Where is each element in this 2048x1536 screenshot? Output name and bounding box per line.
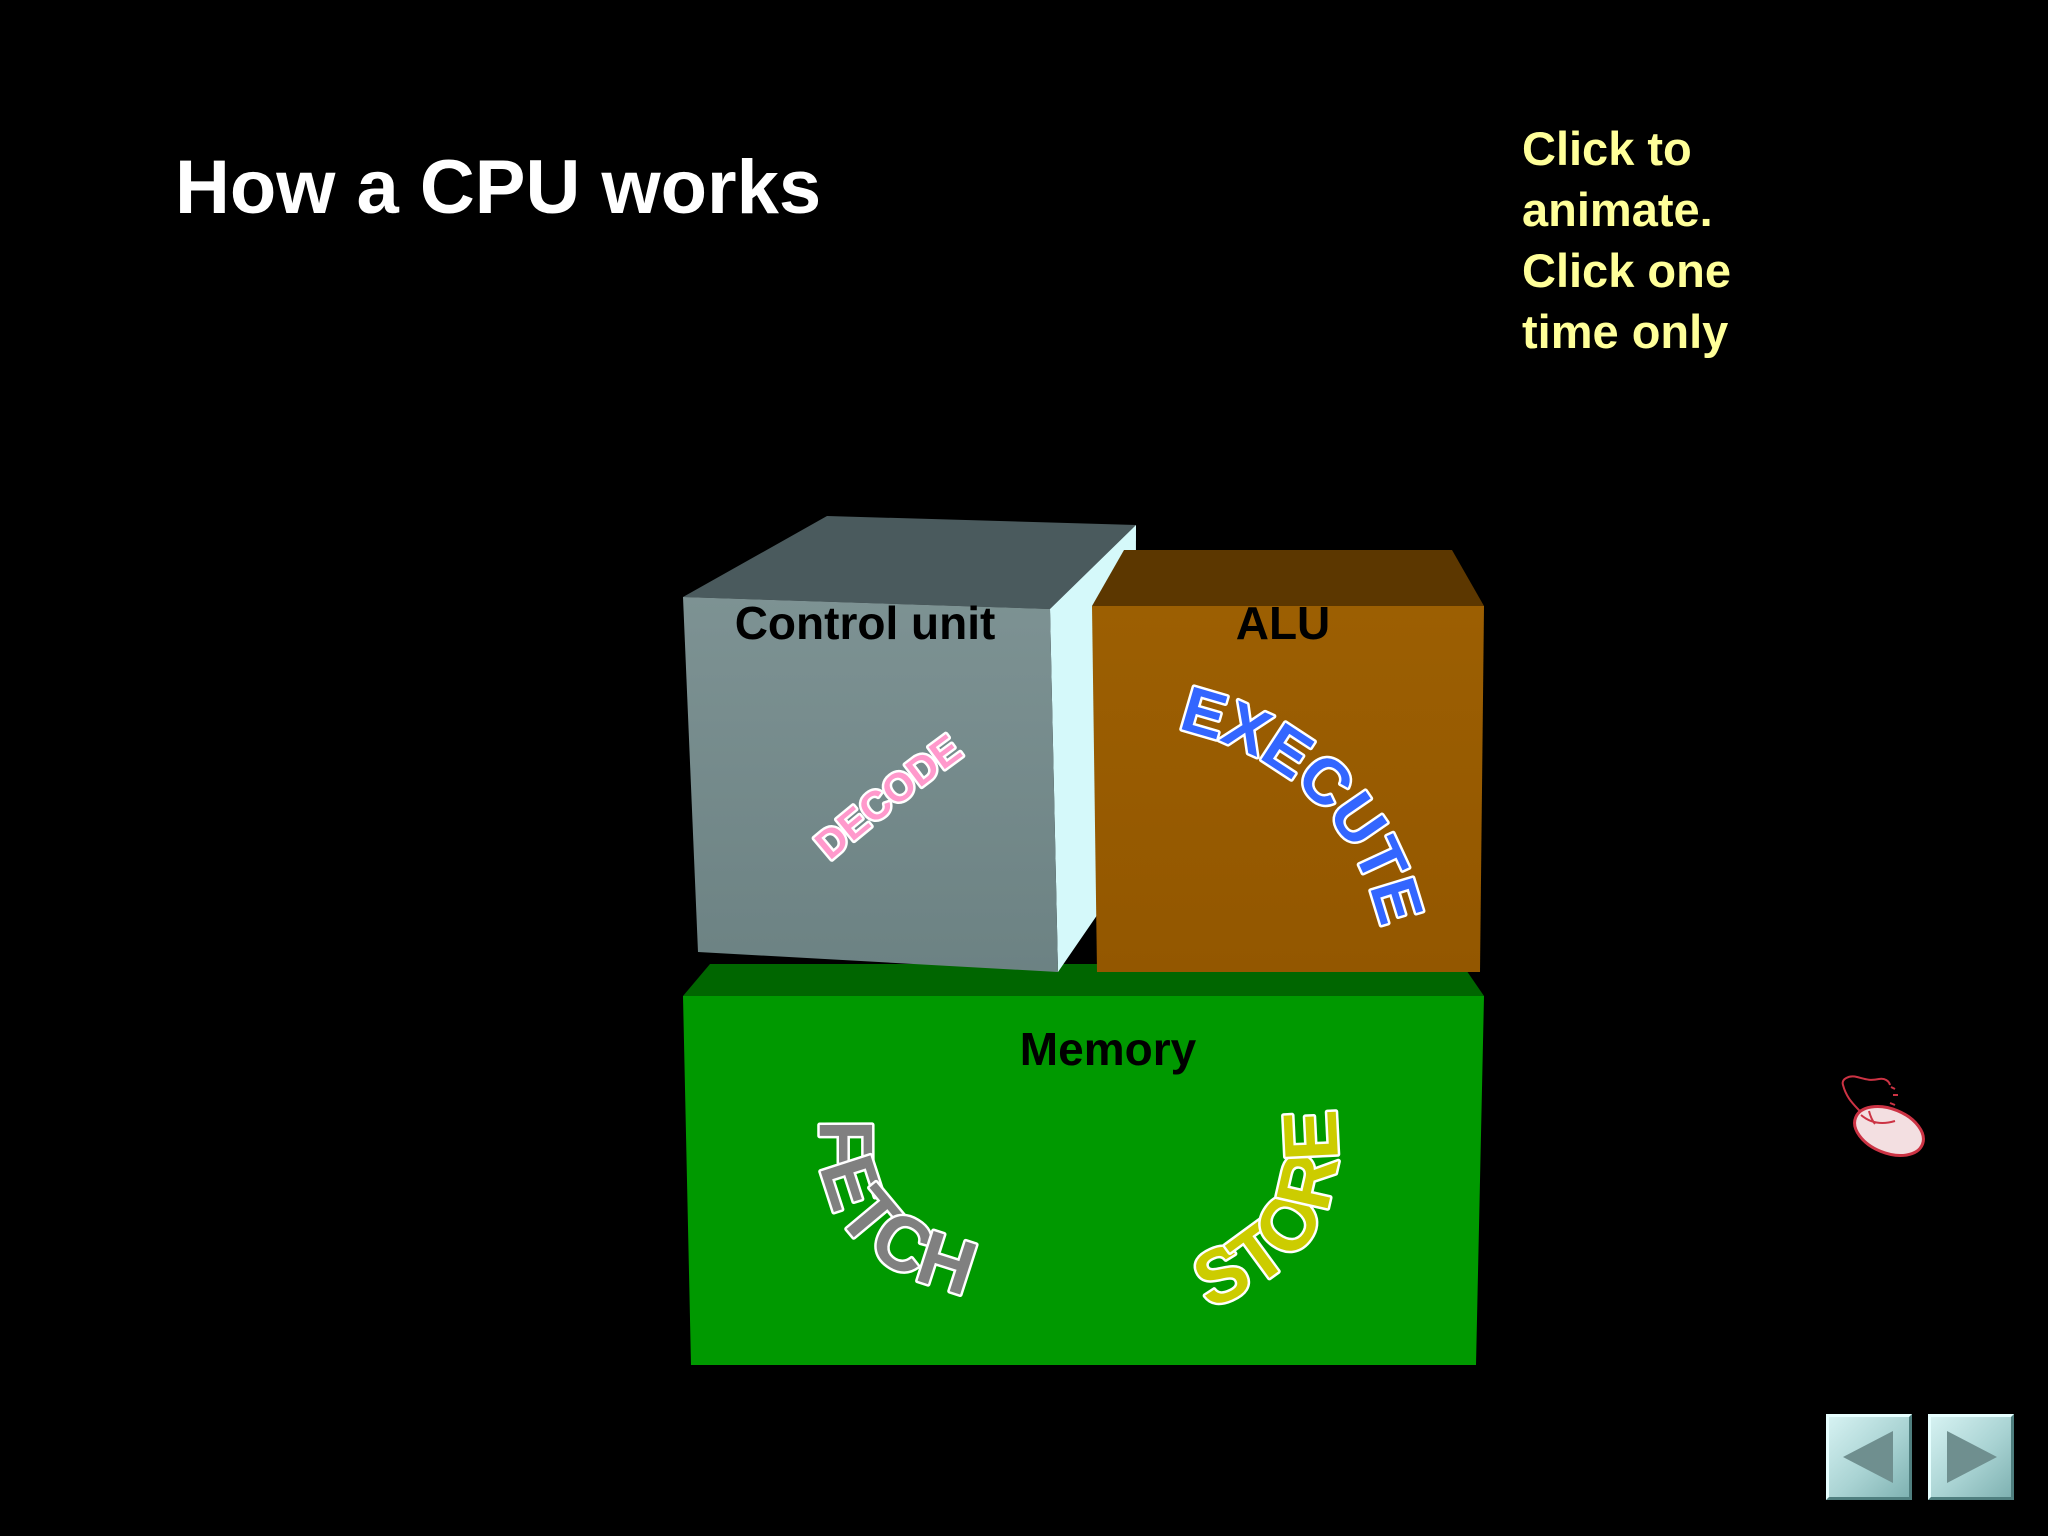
alu-top <box>1092 550 1484 606</box>
instruction-line: Click to <box>1522 122 1692 175</box>
next-slide-button[interactable] <box>1928 1414 2014 1500</box>
memory-block-front <box>683 996 1484 1365</box>
control-unit-front <box>683 597 1058 972</box>
control-unit-label: Control unit <box>735 597 996 649</box>
slide-title: How a CPU works <box>175 145 822 230</box>
instruction-line: time only <box>1522 305 1729 358</box>
arrow-left-icon <box>1843 1431 1893 1483</box>
alu-block[interactable] <box>1092 550 1484 972</box>
alu-front <box>1092 606 1484 972</box>
control-unit-top <box>683 516 1136 609</box>
alu-label: ALU <box>1236 597 1331 649</box>
instruction-line: animate. <box>1522 183 1713 236</box>
mouse-icon <box>1841 1075 1925 1157</box>
arrow-right-icon <box>1947 1431 1997 1483</box>
previous-slide-button[interactable] <box>1826 1414 1912 1500</box>
animation-instructions: Click to animate. Click one time only <box>1522 118 1882 362</box>
memory-label: Memory <box>1020 1023 1197 1075</box>
instruction-line: Click one <box>1522 244 1731 297</box>
control-unit-block[interactable] <box>683 516 1136 972</box>
